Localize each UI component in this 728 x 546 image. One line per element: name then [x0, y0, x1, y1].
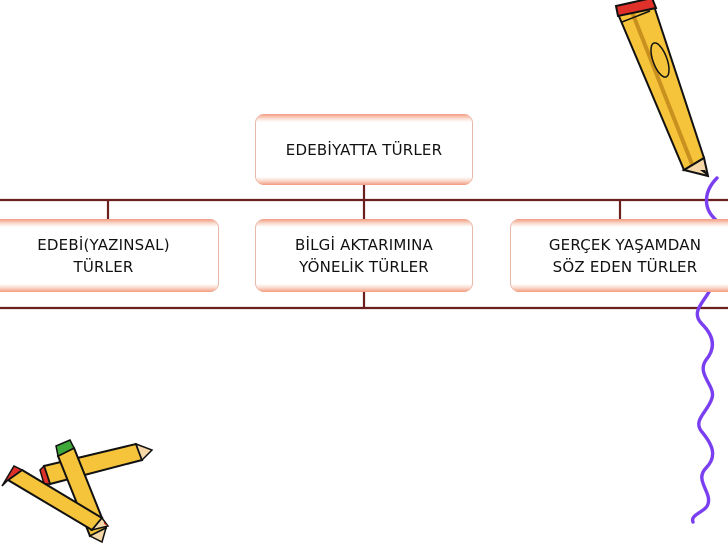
child-node-real-life-line2: SÖZ EDEN TÜRLER	[552, 257, 698, 276]
child-node-literary-line2: TÜRLER	[73, 257, 134, 276]
pencil-icon	[614, 0, 710, 178]
child-node-literary-line1: EDEBİ(YAZINSAL)	[37, 235, 170, 254]
root-node-label: EDEBİYATTA TÜRLER	[285, 140, 443, 159]
child-node-real-life: GERÇEK YAŞAMDAN SÖZ EDEN TÜRLER	[510, 219, 728, 292]
root-node: EDEBİYATTA TÜRLER	[255, 114, 473, 185]
pencils-bundle-icon	[1, 439, 154, 544]
child-node-informative-line1: BİLGİ AKTARIMINA	[295, 235, 433, 254]
connectors	[0, 185, 728, 310]
child-node-informative: BİLGİ AKTARIMINA YÖNELİK TÜRLER	[255, 219, 473, 292]
child-node-informative-line2: YÖNELİK TÜRLER	[299, 257, 429, 276]
child-node-literary: EDEBİ(YAZINSAL) TÜRLER	[0, 219, 219, 292]
child-node-real-life-line1: GERÇEK YAŞAMDAN	[548, 235, 702, 254]
